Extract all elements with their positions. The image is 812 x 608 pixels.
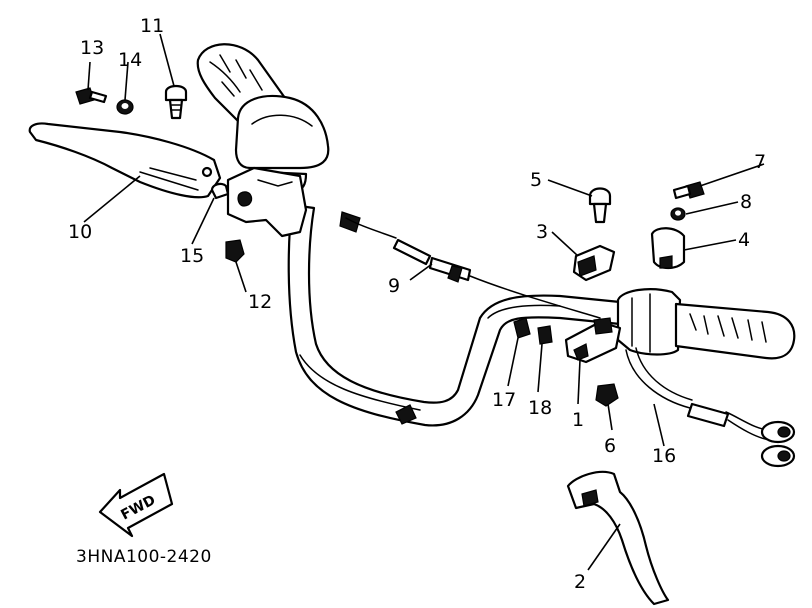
callout-17: 17 — [492, 389, 516, 411]
fwd-arrow: FWD — [98, 472, 174, 538]
nut-6 — [595, 383, 619, 407]
throttle-housing — [616, 288, 682, 356]
screw-5 — [588, 187, 612, 224]
nut-14 — [116, 99, 134, 115]
callout-13: 13 — [80, 37, 104, 59]
throttle-cable-lower — [625, 347, 796, 468]
callout-8: 8 — [740, 191, 752, 213]
handlebar — [287, 203, 622, 427]
bracket-3 — [572, 244, 616, 282]
clip-4 — [650, 227, 686, 270]
bolt-13 — [75, 87, 108, 105]
washer-stack — [593, 317, 613, 335]
nut-12 — [225, 239, 245, 263]
leader-lines — [83, 33, 765, 571]
callout-9: 9 — [388, 275, 400, 297]
throttle-cable — [339, 211, 601, 319]
clutch-lever — [28, 122, 222, 199]
parts-17-18 — [513, 317, 553, 345]
callout-2: 2 — [574, 571, 586, 593]
callout-7: 7 — [754, 151, 766, 173]
callout-3: 3 — [536, 221, 548, 243]
washer-8 — [670, 207, 686, 221]
clutch-lever-bracket — [226, 166, 308, 238]
part-code: 3HNA100-2420 — [76, 547, 212, 567]
callout-10: 10 — [68, 221, 92, 243]
callout-16: 16 — [652, 445, 676, 467]
callout-11: 11 — [140, 15, 164, 37]
callout-18: 18 — [528, 397, 552, 419]
right-grip — [674, 302, 796, 360]
callout-6: 6 — [604, 435, 616, 457]
callout-15: 15 — [180, 245, 204, 267]
callout-1: 1 — [572, 409, 584, 431]
callout-14: 14 — [118, 49, 142, 71]
callouts: 1 2 3 4 5 6 7 8 9 10 11 12 13 14 15 16 1… — [68, 15, 766, 593]
callout-12: 12 — [248, 291, 272, 313]
bolt-11 — [164, 84, 188, 120]
callout-5: 5 — [530, 169, 542, 191]
spring-15 — [210, 182, 230, 200]
bolt-7 — [672, 181, 705, 200]
callout-4: 4 — [738, 229, 750, 251]
